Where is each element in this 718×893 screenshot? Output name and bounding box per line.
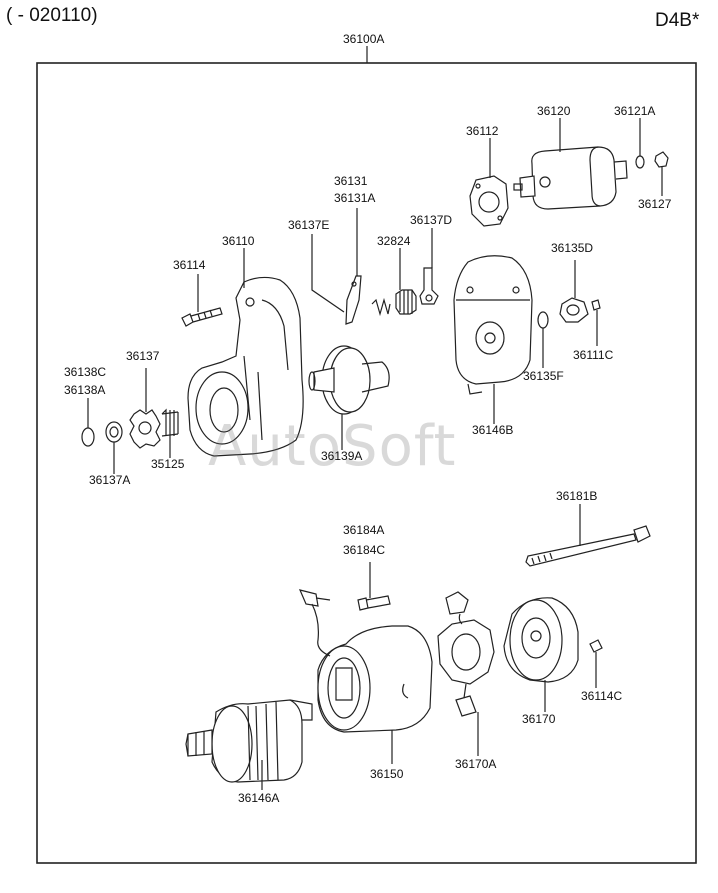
part-label-36137E[interactable]: 36137E — [288, 218, 330, 232]
washer-36121A — [635, 155, 645, 169]
part-label-36170A[interactable]: 36170A — [455, 757, 497, 771]
part-label-36137[interactable]: 36137 — [126, 349, 160, 363]
screw-36114C — [589, 639, 603, 653]
front-housing-drawing — [187, 276, 304, 457]
part-label-36135F[interactable]: 36135F — [523, 369, 564, 383]
gasket-36112 — [469, 175, 509, 227]
part-label-36131A[interactable]: 36131A — [334, 191, 376, 205]
part-label-35125[interactable]: 35125 — [151, 457, 185, 471]
part-label-36181B[interactable]: 36181B — [556, 489, 598, 503]
part-label-32824[interactable]: 32824 — [377, 234, 411, 248]
part-label-36137A[interactable]: 36137A — [89, 473, 131, 487]
part-label-36184C[interactable]: 36184C — [343, 543, 386, 557]
rear-housing-drawing — [453, 255, 533, 395]
armature-36146A — [185, 699, 313, 783]
pinion-gear-36137 — [129, 409, 161, 449]
spring-35125 — [161, 408, 179, 437]
part-label-36150[interactable]: 36150 — [370, 767, 404, 781]
bracket-36137D — [419, 267, 439, 305]
part-label-36120[interactable]: 36120 — [537, 104, 571, 118]
watermark: AutoSoft — [208, 414, 457, 479]
nut-36127 — [654, 151, 669, 168]
engine-code-label: D4B* — [655, 10, 700, 31]
date-range-label: ( - 020110) — [6, 5, 98, 26]
yoke-36150 — [298, 589, 433, 733]
bolt-36184A — [357, 595, 391, 611]
stop-36137A — [105, 421, 123, 443]
part-label-36139A[interactable]: 36139A — [321, 449, 363, 463]
part-label-36100A[interactable]: 36100A — [343, 32, 385, 46]
screw-36111C — [591, 299, 601, 311]
part-label-36114[interactable]: 36114 — [173, 258, 206, 272]
part-label-36170[interactable]: 36170 — [522, 712, 556, 726]
part-label-36138A[interactable]: 36138A — [64, 383, 106, 397]
bolt-36114 — [181, 307, 223, 327]
lever-36131 — [345, 275, 362, 325]
part-label-36127[interactable]: 36127 — [638, 197, 672, 211]
drive-36139A — [308, 345, 390, 415]
brush-holder-36170A — [437, 591, 495, 717]
spring-32824 — [371, 289, 417, 317]
part-label-36111C[interactable]: 36111C — [573, 348, 614, 362]
ring-36138C — [81, 427, 95, 447]
part-label-36114C[interactable]: 36114C — [581, 689, 623, 703]
plate-36135D — [559, 297, 589, 323]
part-label-36121A[interactable]: 36121A — [614, 104, 656, 118]
rear-cover-36170 — [503, 597, 579, 683]
part-label-36184A[interactable]: 36184A — [343, 523, 385, 537]
part-label-36138C[interactable]: 36138C — [64, 365, 107, 379]
part-label-36110[interactable]: 36110 — [222, 234, 255, 248]
part-label-36131[interactable]: 36131 — [334, 174, 368, 188]
part-label-36146B[interactable]: 36146B — [472, 423, 514, 437]
part-label-36112[interactable]: 36112 — [466, 124, 499, 138]
ring-36135F — [537, 311, 549, 329]
solenoid-drawing — [513, 146, 628, 210]
part-label-36137D[interactable]: 36137D — [410, 213, 453, 227]
through-bolt-36181B — [525, 525, 651, 567]
part-label-36146A[interactable]: 36146A — [238, 791, 280, 805]
part-label-36135D[interactable]: 36135D — [551, 241, 594, 255]
